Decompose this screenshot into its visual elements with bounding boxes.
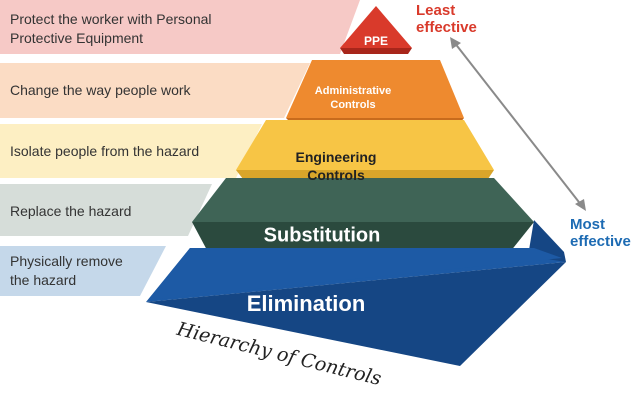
arrow-head-top (450, 37, 461, 49)
engineering-description: Isolate people from the hazard (10, 143, 200, 159)
least-effective-label: Least effective (416, 2, 477, 36)
substitution-description: Replace the hazard (10, 203, 132, 219)
tier-elimination-front (148, 248, 562, 300)
most-effective-label: Most effective (570, 216, 631, 250)
band-administrative (0, 63, 310, 118)
elimination-description: Physically remove the hazard (10, 253, 123, 288)
band-elimination (0, 246, 166, 296)
tier-ppe-bottom (340, 48, 412, 54)
tier-substitution-top (192, 178, 534, 222)
administrative-label: Administrative Controls (314, 85, 392, 111)
ppe-description: Protect the worker with Personal Protect… (10, 11, 212, 46)
substitution-label: Substitution (263, 224, 381, 247)
engineering-label: Engineering Controls (295, 149, 377, 183)
tier-ppe-top (340, 6, 412, 48)
effectiveness-arrow (453, 41, 583, 207)
band-engineering (0, 124, 262, 178)
band-ppe (0, 0, 360, 54)
ppe-label: PPE (363, 34, 389, 48)
tier-substitution-bottom (192, 222, 534, 252)
elimination-label: Elimination (246, 291, 366, 316)
tier-elimination-bottom (146, 262, 566, 366)
tier-engineering-top (236, 120, 494, 170)
band-substitution (0, 184, 212, 236)
arrow-head-bottom (575, 199, 586, 211)
administrative-description: Change the way people work (10, 82, 191, 98)
tier-administrative-top (286, 60, 464, 118)
